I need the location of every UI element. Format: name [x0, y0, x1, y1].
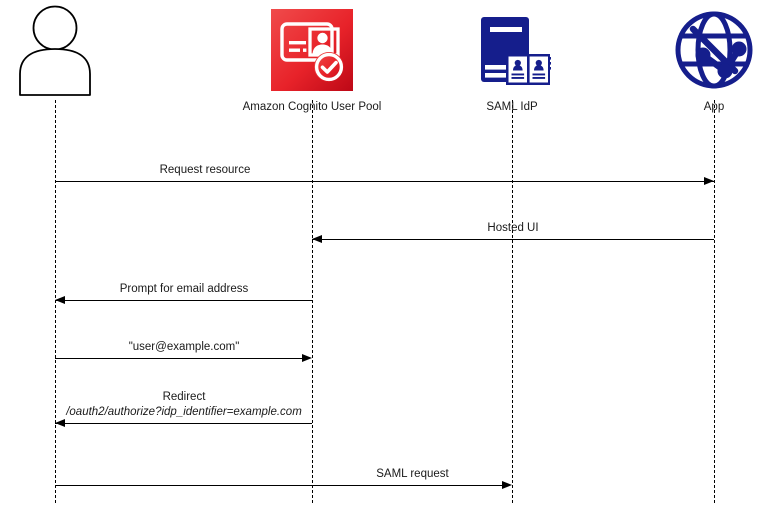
- participant-actor[interactable]: [0, 0, 155, 100]
- message-label-text-saml-request: SAML request: [376, 468, 449, 480]
- message-label-prompt-for-email-address: Prompt for email address: [56, 282, 312, 297]
- message-label-url-redirect-authorize: /oauth2/authorize?idp_identifier=example…: [66, 406, 302, 418]
- message-arrowhead-redirect-authorize: [55, 418, 65, 427]
- actor-person-icon: [0, 0, 155, 100]
- message-label-redirect-authorize: Redirect /oauth2/authorize?idp_identifie…: [48, 390, 320, 420]
- participant-label-app: App: [703, 101, 725, 113]
- message-line-redirect-authorize: [55, 423, 312, 424]
- message-label-hosted-ui: Hosted UI: [313, 221, 713, 236]
- participant-label-saml-idp: SAML IdP: [486, 101, 538, 113]
- message-line-prompt-for-email-address: [55, 300, 312, 301]
- participant-app[interactable]: App: [614, 0, 775, 114]
- message-label-request-resource: Request resource: [55, 163, 355, 178]
- message-label-user-email-value: "user@example.com": [56, 340, 312, 355]
- lifeline-saml-idp: [512, 100, 513, 503]
- lifeline-cognito: [312, 100, 313, 503]
- message-line-saml-request: [55, 485, 502, 486]
- message-arrowhead-saml-request: [502, 480, 512, 489]
- participant-cognito[interactable]: Amazon Cognito User Pool: [212, 0, 412, 114]
- message-arrowhead-request-resource: [704, 176, 714, 185]
- message-label-text-request-resource: Request resource: [159, 164, 251, 176]
- message-arrowhead-user-email-value: [302, 353, 312, 362]
- message-label-text-prompt-for-email-address: Prompt for email address: [119, 283, 249, 295]
- app-globe-network-icon: [614, 0, 775, 100]
- message-line-user-email-value: [55, 358, 302, 359]
- message-line-request-resource: [55, 181, 714, 182]
- message-label-text-user-email-value: "user@example.com": [128, 341, 240, 353]
- participant-saml-idp[interactable]: SAML IdP: [412, 0, 612, 114]
- lifeline-app: [714, 100, 715, 503]
- message-line-hosted-ui: [312, 239, 714, 240]
- message-label-text-redirect-authorize: Redirect: [162, 391, 206, 403]
- saml-idp-directory-server-icon: [412, 0, 612, 100]
- message-arrowhead-prompt-for-email-address: [55, 295, 65, 304]
- message-label-saml-request: SAML request: [313, 467, 512, 482]
- message-label-text-hosted-ui: Hosted UI: [487, 222, 539, 234]
- message-arrowhead-hosted-ui: [312, 234, 322, 243]
- participant-label-cognito: Amazon Cognito User Pool: [242, 101, 382, 113]
- amazon-cognito-user-pool-icon: [212, 0, 412, 100]
